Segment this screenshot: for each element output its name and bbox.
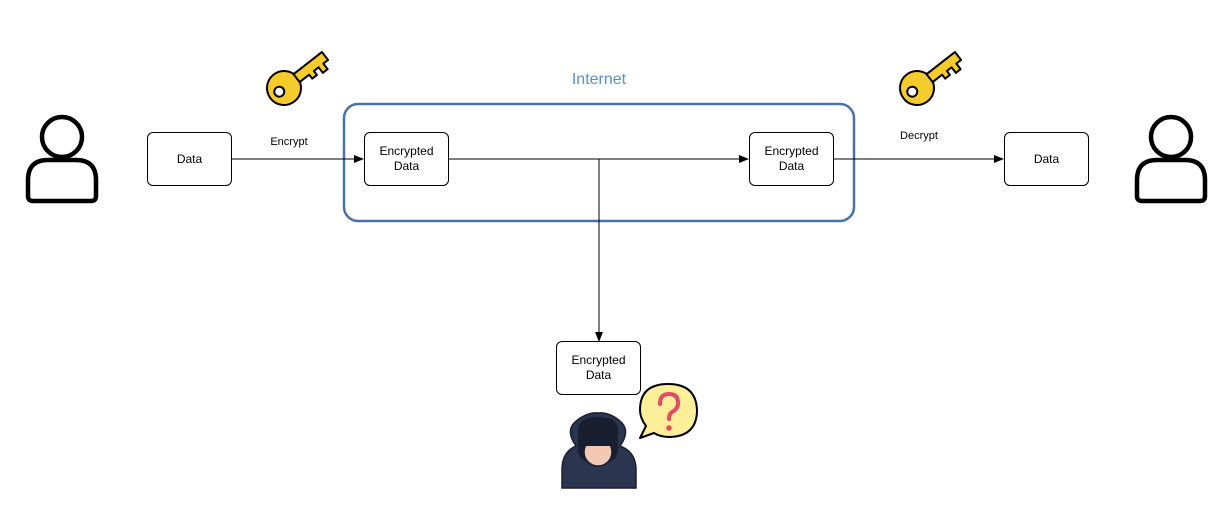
question-bubble-icon bbox=[639, 383, 698, 439]
decrypt-label: Decrypt bbox=[900, 130, 938, 142]
sender-data-node: Data bbox=[147, 132, 232, 186]
key-icon bbox=[899, 51, 963, 106]
user-icon bbox=[25, 114, 99, 204]
receiver-data-node: Data bbox=[1004, 132, 1089, 186]
intercepted-encrypted-data-node: Encrypted Data bbox=[556, 341, 641, 395]
internet-encrypted-data-out-node: Encrypted Data bbox=[749, 132, 834, 186]
encrypt-label: Encrypt bbox=[270, 136, 308, 148]
internet-encrypted-data-in-node: Encrypted Data bbox=[364, 132, 449, 186]
internet-label: Internet bbox=[571, 71, 627, 88]
hooded-hacker-icon bbox=[561, 412, 637, 489]
key-icon bbox=[266, 51, 330, 106]
user-icon bbox=[1134, 114, 1208, 204]
